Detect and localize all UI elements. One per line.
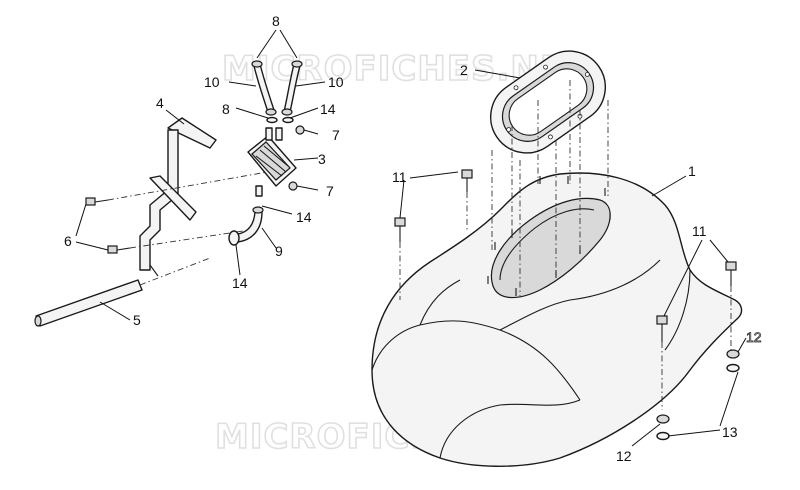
clamp-14-right [282, 116, 294, 124]
callout-7-lower: 7 [326, 183, 334, 199]
fuel-filter-part [247, 127, 297, 197]
body-cover-part [371, 172, 743, 467]
hose-9-part [228, 206, 264, 246]
callout-7-upper: 7 [332, 127, 340, 143]
bolt-11-left [394, 169, 473, 300]
callout-9: 9 [275, 243, 283, 259]
screw-6-upper [85, 197, 109, 206]
nut-7-lower [288, 181, 298, 191]
callout-14-upper: 14 [320, 101, 336, 117]
grommet-12-bottom [656, 414, 670, 441]
callout-12-right: 12 [746, 329, 762, 345]
bracket-part [139, 117, 217, 277]
callout-11-right: 11 [692, 223, 707, 239]
callout-13: 13 [722, 424, 738, 440]
callout-2: 2 [460, 62, 468, 78]
bolt-11-right [656, 261, 737, 410]
callout-3: 3 [318, 151, 326, 167]
hose-10-right [281, 60, 303, 116]
callout-8-top: 8 [272, 13, 280, 29]
rod-part [34, 257, 211, 327]
grommet-12-right [726, 349, 740, 373]
nut-7-upper [295, 125, 305, 135]
callout-10-left: 10 [204, 74, 220, 90]
gasket-ring-part [490, 50, 606, 154]
gasket-projection-lines [491, 80, 609, 296]
callout-12-bottom: 12 [616, 448, 632, 464]
clamp-14-left [266, 116, 278, 124]
callout-11-left: 11 [392, 169, 407, 185]
callout-1: 1 [688, 163, 696, 179]
screw-projection-upper [107, 167, 291, 201]
callout-8-left: 8 [222, 101, 230, 117]
callout-14-middle: 14 [296, 209, 312, 225]
hose-10-left [251, 60, 277, 116]
leader-lines [75, 29, 747, 447]
callout-10-right: 10 [328, 74, 344, 90]
screw-6-lower [107, 245, 131, 254]
callout-4: 4 [156, 95, 164, 111]
callout-14-lower: 14 [232, 275, 248, 291]
callout-5: 5 [133, 312, 141, 328]
callout-6: 6 [64, 233, 72, 249]
